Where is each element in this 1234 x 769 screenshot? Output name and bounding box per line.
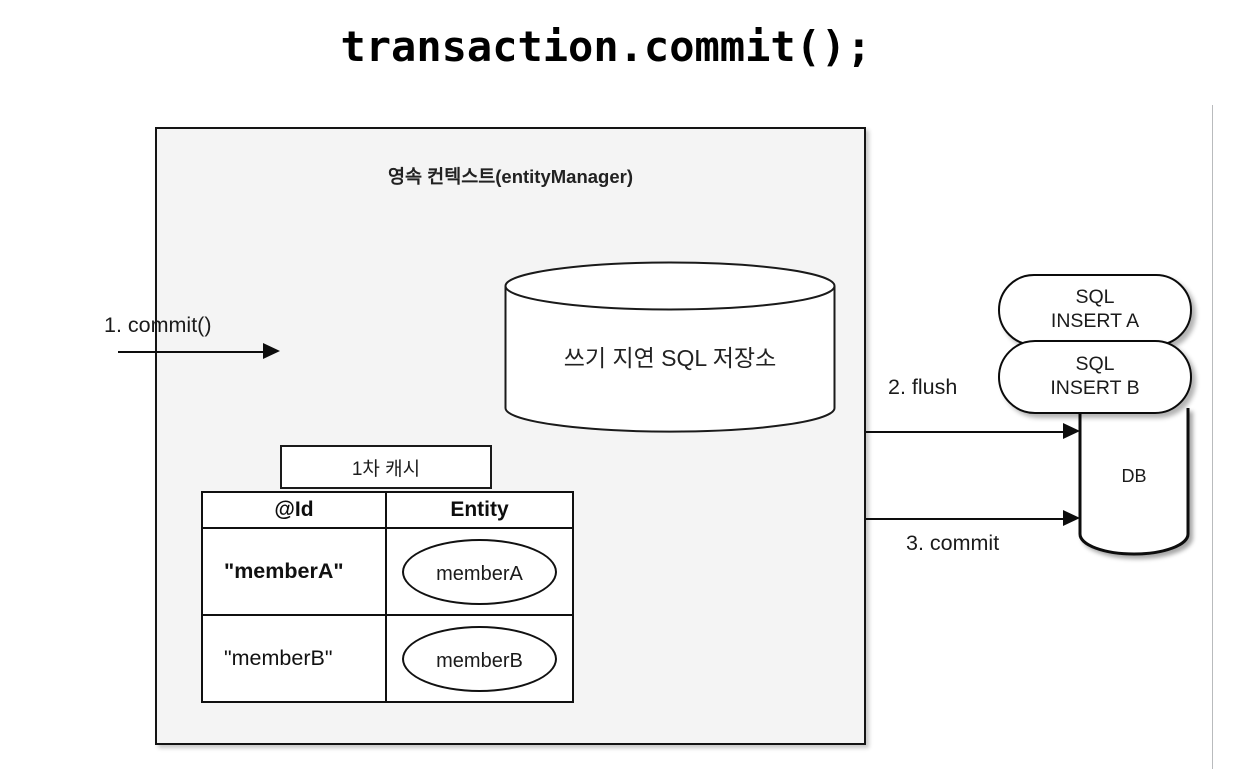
db-commit-arrow-line: [866, 518, 1068, 520]
table-row: "memberB" memberB: [201, 614, 574, 703]
cylinder-icon: [1078, 408, 1190, 556]
slide-margin-guide: [1212, 105, 1213, 769]
db-commit-arrow-label: 3. commit: [906, 531, 1000, 555]
persistence-context-title: 영속 컨텍스트(entityManager): [388, 166, 633, 187]
sql-insert-a-line2: INSERT A: [1050, 310, 1140, 332]
entity-ellipse: memberB: [402, 625, 557, 692]
write-behind-sql-store-label: 쓰기 지연 SQL 저장소: [563, 345, 777, 371]
commit-arrow-label: 1. commit(): [104, 313, 212, 337]
table-row: "memberA" memberA: [201, 527, 574, 616]
flush-arrow-label: 2. flush: [888, 375, 958, 399]
db-commit-arrow-head: [1063, 510, 1080, 526]
page-title: transaction.commit();: [340, 22, 872, 71]
database-cylinder: DB: [1078, 406, 1190, 558]
column-header-entity: Entity: [385, 492, 574, 529]
flush-arrow-head: [1063, 423, 1080, 439]
flush-arrow-line: [866, 431, 1068, 433]
commit-arrow-head: [263, 343, 280, 359]
cylinder-icon: [504, 261, 836, 433]
cache-entity-cell: memberB: [385, 614, 574, 703]
cache-entity-cell: memberA: [385, 527, 574, 616]
column-header-id: @Id: [201, 492, 387, 529]
sql-insert-b-box: SQL INSERT B: [998, 340, 1192, 414]
sql-insert-b-line2: INSERT B: [1050, 377, 1140, 399]
sql-insert-a-line1: SQL: [1075, 286, 1115, 309]
write-behind-sql-store: 쓰기 지연 SQL 저장소: [504, 261, 836, 433]
table-header-row: @Id Entity: [201, 492, 574, 529]
first-level-cache-table: @Id Entity "memberA" memberA "memberB" m…: [201, 491, 574, 703]
cache-id-value: "memberB": [201, 614, 387, 703]
entity-ellipse: memberA: [402, 538, 557, 605]
sql-insert-b-line1: SQL: [1075, 353, 1115, 376]
cache-id-value: "memberA": [201, 527, 387, 616]
database-label: DB: [1121, 466, 1147, 486]
first-level-cache-tab: 1차 캐시: [280, 445, 492, 489]
sql-insert-a-box: SQL INSERT A: [998, 274, 1192, 346]
commit-arrow-line: [118, 351, 268, 353]
